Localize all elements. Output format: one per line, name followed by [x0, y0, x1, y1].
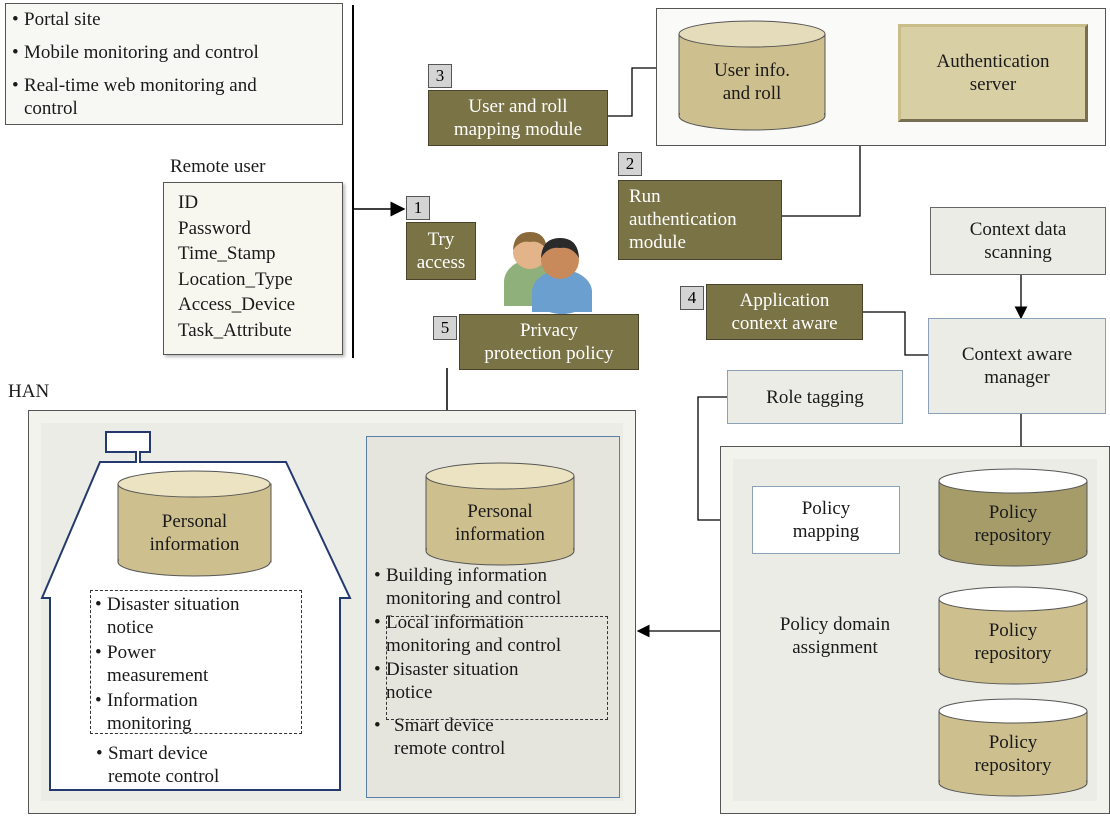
building-db-label: Personal information: [455, 501, 545, 545]
step-3-user-role-mapping: User and roll mapping module: [428, 90, 608, 146]
step-2-number: 2: [618, 152, 642, 176]
policy-repository-label: Policy repository: [974, 502, 1052, 546]
step-5-privacy-policy: Privacy protection policy: [459, 314, 639, 370]
step-5-number: 5: [433, 316, 457, 340]
remote-user-field: Time_Stamp: [178, 243, 276, 264]
step-4-number: 4: [680, 286, 704, 310]
building-personal-info-db: Personal information: [425, 462, 575, 566]
policy-repository-cylinder: Policy repository: [938, 586, 1088, 686]
building-item: Building information monitoring and cont…: [374, 564, 614, 610]
step-1-try-access: Try access: [406, 222, 476, 280]
house-extra-item: Smart device remote control: [96, 742, 296, 788]
remote-user-field: Password: [178, 217, 251, 239]
user-db-cylinder: User info. and roll: [678, 20, 826, 132]
policy-mapping: Policy mapping: [752, 486, 900, 554]
building-item: Local information monitoring and control: [374, 611, 614, 657]
user-db-label: User info. and roll: [714, 60, 790, 104]
step-3-number: 3: [428, 64, 452, 88]
policy-repository-label: Policy repository: [974, 732, 1052, 776]
role-tagging: Role tagging: [727, 370, 903, 424]
policy-repository-cylinder: Policy repository: [938, 698, 1088, 798]
house-notices-box: Disaster situation notice Power measurem…: [90, 590, 302, 734]
step-4-application-context: Application context aware: [706, 284, 863, 340]
context-data-scanning: Context data scanning: [930, 207, 1106, 275]
policy-repository-label: Policy repository: [974, 620, 1052, 664]
step-1-number: 1: [406, 196, 430, 220]
policy-repository-cylinder: Policy repository: [938, 468, 1088, 568]
authentication-server: Authentication server: [898, 24, 1088, 122]
house-personal-info-db: Personal information: [117, 470, 272, 578]
remote-user-field: Location_Type: [178, 268, 293, 290]
house-notice-item: Information monitoring: [95, 689, 297, 735]
house-remote-control: Smart device remote control: [96, 742, 296, 788]
han-label: HAN: [8, 381, 50, 402]
house-notice-item: Power measurement: [95, 641, 297, 687]
users-icon: [500, 222, 595, 314]
portal-services-box: Portal site Mobile monitoring and contro…: [5, 3, 343, 125]
remote-user-field: Task_Attribute: [178, 319, 292, 341]
remote-user-box: ID Password Time_Stamp Location_Type Acc…: [163, 182, 343, 355]
context-aware-manager: Context aware manager: [928, 318, 1106, 414]
remote-user-title: Remote user: [170, 156, 266, 177]
house-db-label: Personal information: [149, 511, 240, 555]
building-item: Smart device remote control: [374, 714, 614, 760]
policy-domain-assignment: Policy domain assignment: [779, 614, 891, 658]
house-notice-item: Disaster situation notice: [95, 593, 297, 639]
step-2-authentication-module: Run authentication module: [618, 180, 782, 260]
remote-user-field: Access_Device: [178, 294, 296, 315]
building-dashed-box: [386, 616, 608, 720]
building-item: Disaster situation notice: [374, 658, 614, 704]
portal-item: Real-time web monitoring and control: [12, 74, 336, 120]
portal-item: Mobile monitoring and control: [12, 41, 336, 64]
portal-item: Portal site: [12, 8, 336, 31]
building-items: Building information monitoring and cont…: [374, 564, 614, 760]
remote-user-field: ID: [178, 192, 199, 213]
